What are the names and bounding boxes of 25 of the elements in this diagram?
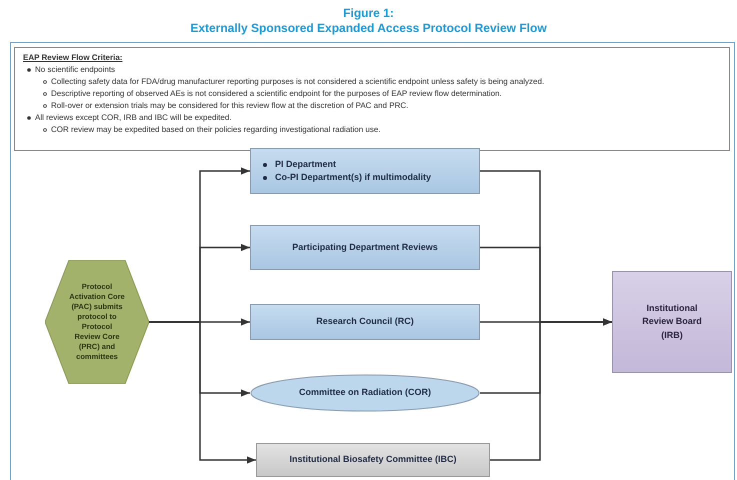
process-box (256, 443, 490, 477)
criteria-item: Collecting safety data for FDA/drug manufacturer reporting purposes is not considered a scientific endpoint unless safety is being analyzed. (51, 76, 544, 88)
criteria-item: COR review may be expedited based on their policies regarding investigational radiation use. (51, 124, 381, 136)
ellipse-node (250, 374, 480, 412)
department-item: PI Department (275, 158, 336, 171)
process-box (250, 225, 480, 270)
criteria-item: Roll-over or extension trials may be considered for this review flow at the discretion of PAC and PRC. (51, 100, 408, 112)
process-box (250, 148, 480, 194)
figure-title: Figure 1: Externally Sponsored Expanded Access Protocol Review Flow (189, 6, 548, 36)
criteria-panel (14, 47, 730, 151)
criteria-heading: EAP Review Flow Criteria: (23, 52, 124, 64)
criteria-item: Descriptive reporting of observed AEs is not considered a scientific endpoint for the purposes of EAP review flow determination. (51, 88, 502, 100)
connector-arrow (149, 321, 256, 464)
hexagon-node (45, 260, 149, 384)
node-label: Institutional Review Board (IRB) (641, 302, 703, 342)
connector-arrow (490, 318, 612, 461)
node-label: Committee on Radiation (COR) (298, 386, 432, 400)
process-box (250, 304, 480, 340)
criteria-item: All reviews except COR, IRB and IBC will be expedited. (35, 112, 232, 124)
node-label: Research Council (RC) (315, 315, 415, 328)
process-box (612, 271, 732, 373)
criteria-item: No scientific endpoints (35, 64, 116, 76)
node-label: Institutional Biosafety Committee (IBC) (288, 453, 458, 466)
node-label: Participating Department Reviews (291, 240, 439, 254)
department-item: Co-PI Department(s) if multimodality (275, 171, 432, 184)
